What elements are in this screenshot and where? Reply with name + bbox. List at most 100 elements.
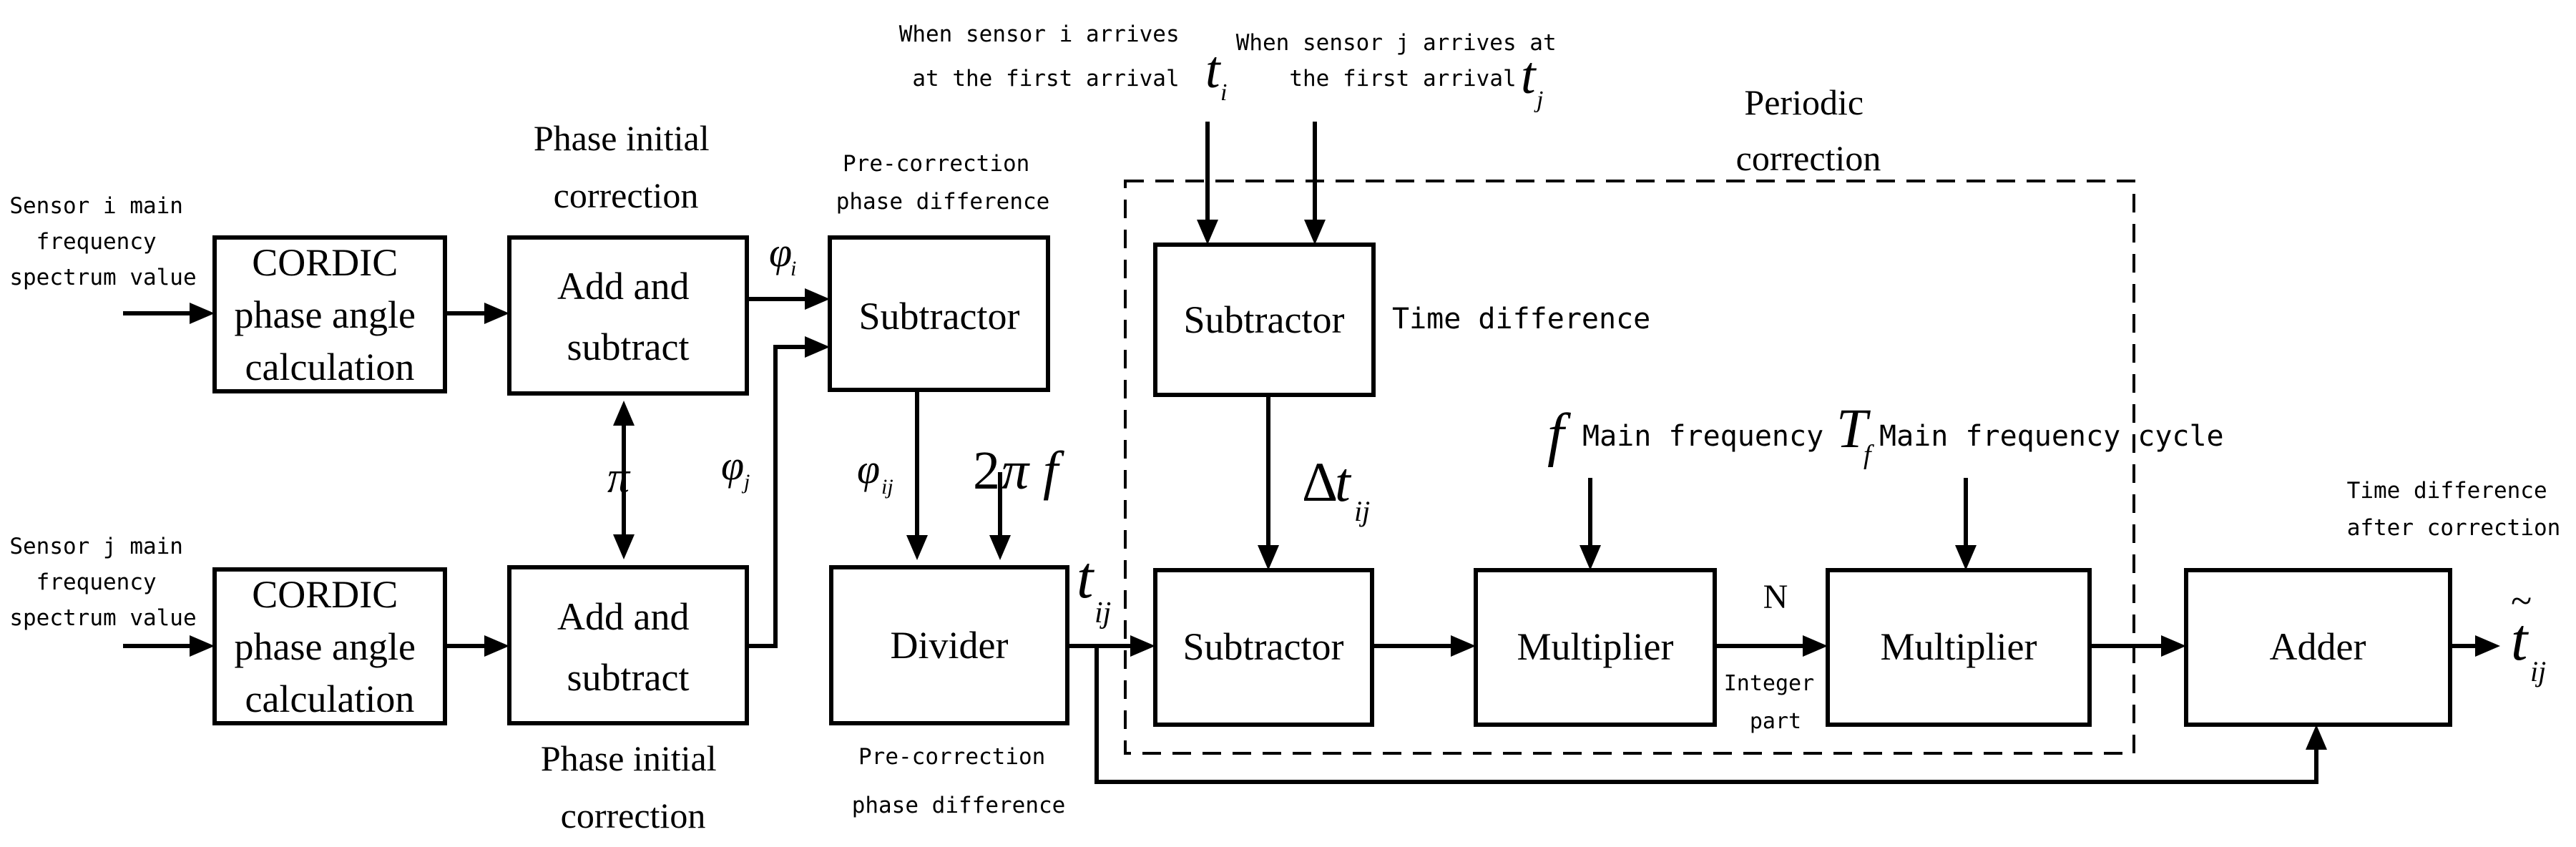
periodic-correction-region [1124, 180, 2135, 755]
sensor-j-input-label: Sensor j main frequency spectrum value [9, 534, 196, 631]
symbol-phi-ij: φ ij [857, 446, 893, 499]
arrowhead [1197, 220, 1218, 245]
symbol-2pif: 2 π f [973, 441, 1064, 501]
svg-text:~: ~ [2511, 579, 2532, 622]
arrowhead [2306, 725, 2327, 750]
subtractor-main-block: Subtractor [1153, 568, 1374, 727]
svg-text:t: t [2511, 607, 2530, 673]
arrowhead [1258, 545, 1279, 570]
block-line: CORDIC [252, 241, 398, 284]
block-line: calculation [245, 346, 415, 388]
svg-text:ij: ij [2530, 655, 2546, 687]
symbol-pi: π [607, 454, 631, 502]
cordic-bottom-block: CORDIC phase angle calculation [212, 567, 447, 725]
phase-initial-correction-top-label: Phase initial correction [534, 118, 718, 215]
svg-text:2: 2 [973, 441, 1000, 501]
symbol-t-f: T f [1836, 397, 1874, 470]
block-line: Add and [557, 595, 689, 638]
divider-block: Divider [829, 565, 1069, 725]
block-line: calculation [245, 677, 415, 720]
block-line: subtract [567, 656, 690, 699]
n-label: N [1763, 578, 1788, 616]
symbol-t-i: t i [1205, 41, 1227, 106]
multiplier-1-block: Multiplier [1474, 568, 1717, 727]
arrowhead [906, 535, 928, 560]
pre-correction-top-label: Pre-correction phase difference [836, 151, 1050, 215]
symbol-phi-i: φ i [769, 229, 796, 280]
svg-text:CORDIC phase angle: CORDIC phase angle calculation [235, 241, 426, 388]
arrowheads [190, 220, 2500, 750]
arrowhead [1580, 545, 1601, 570]
arrowhead [613, 534, 635, 559]
cordic-top-block: CORDIC phase angle calculation [212, 235, 447, 393]
svg-text:t: t [1335, 451, 1352, 513]
arrival-j-label: When sensor j arrives at the first arriv… [1236, 30, 1570, 92]
svg-text:φ: φ [769, 229, 792, 275]
wires [123, 122, 2483, 784]
svg-text:Δ: Δ [1302, 451, 1338, 513]
svg-text:φ: φ [721, 442, 744, 489]
arrowhead [1451, 635, 1476, 657]
symbol-phi-j: φ j [721, 442, 750, 494]
adder-block: Adder [2184, 568, 2452, 727]
arrowhead [989, 535, 1011, 560]
arrowhead [484, 635, 509, 657]
svg-text:ij: ij [881, 475, 893, 499]
arrowhead [1803, 635, 1828, 657]
add-subtract-bottom-block: Add and subtract [507, 565, 749, 725]
add-subtract-top-block: Add and subtract [507, 235, 749, 396]
block-label: Divider [891, 624, 1009, 667]
block-label: Subtractor [1184, 298, 1345, 341]
main-frequency-cycle-label: Main frequency cycle [1879, 420, 2224, 453]
symbol-t-tilde-ij: t ~ ij [2511, 579, 2546, 687]
phase-initial-correction-bottom-label: Phase initial correction [541, 738, 725, 836]
svg-text:T: T [1836, 397, 1871, 459]
arrowhead [190, 635, 215, 657]
sensor-i-input-label: Sensor i main frequency spectrum value [9, 193, 196, 290]
arrowhead [2475, 635, 2500, 657]
arrowhead [613, 401, 635, 426]
time-difference-label: Time difference [1392, 303, 1650, 336]
arrowhead [1130, 635, 1155, 657]
block-line: phase angle [235, 625, 416, 668]
svg-text:f: f [1547, 401, 1572, 468]
svg-text:φ: φ [857, 446, 880, 492]
svg-text:i: i [1220, 79, 1227, 106]
main-frequency-label: Main frequency [1582, 420, 1823, 453]
svg-text:j: j [1534, 87, 1543, 113]
block-line: subtract [567, 325, 690, 368]
time-difference-after-correction-label: Time difference after correction [2347, 478, 2561, 541]
svg-text:Add and subtract: Add and subtract [557, 265, 699, 368]
block-label: Subtractor [859, 295, 1020, 338]
block-label: Multiplier [1517, 625, 1674, 668]
arrival-i-label: When sensor i arrives at the first arriv… [899, 21, 1193, 92]
subtractor-phase-block: Subtractor [828, 235, 1050, 392]
integer-part-label: Integer part [1724, 671, 1828, 734]
arrowhead [805, 336, 830, 358]
svg-text:ij: ij [1354, 495, 1370, 527]
svg-text:π: π [1001, 441, 1030, 501]
arrowhead [190, 303, 215, 324]
svg-text:j: j [741, 470, 750, 494]
svg-text:π: π [607, 454, 631, 502]
svg-text:ij: ij [1094, 597, 1111, 630]
block-label: Subtractor [1183, 625, 1344, 668]
svg-text:t: t [1521, 46, 1537, 105]
symbol-delta-t-ij: Δ t ij [1302, 451, 1370, 527]
block-label: Multiplier [1881, 625, 2037, 668]
block-line: Add and [557, 265, 689, 308]
arrowhead [484, 303, 509, 324]
svg-text:f: f [1043, 441, 1064, 501]
multiplier-2-block: Multiplier [1826, 568, 2092, 727]
symbol-f: f [1547, 401, 1572, 468]
pre-correction-bottom-label: Pre-correction phase difference [852, 744, 1066, 818]
svg-text:f: f [1864, 440, 1874, 470]
wire-phi-j [747, 345, 813, 648]
symbol-t-j: t j [1521, 46, 1543, 113]
svg-text:Add and subtract: Add and subtract [557, 595, 699, 699]
block-line: CORDIC [252, 573, 398, 616]
svg-text:t: t [1205, 41, 1222, 99]
arrowhead [1304, 220, 1326, 245]
arrowhead [2161, 635, 2186, 657]
wire-tij-bypass [1094, 646, 2318, 784]
